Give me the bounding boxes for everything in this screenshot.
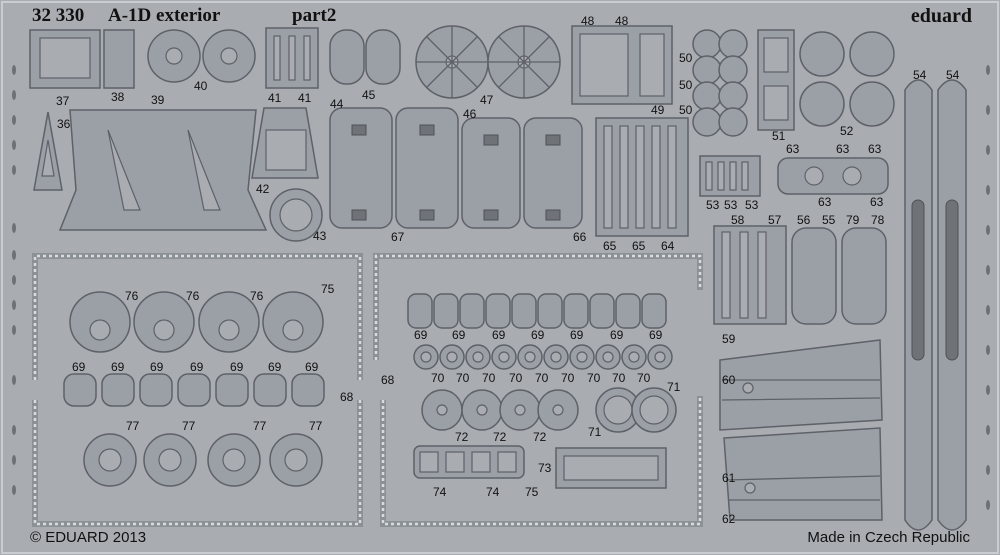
origin-text: Made in Czech Republic <box>807 529 970 546</box>
part-77-clips <box>83 433 323 487</box>
frame-bottom-middle <box>373 253 703 527</box>
part-48-brackets <box>571 25 673 105</box>
right-edge-tabs-icon <box>986 65 990 510</box>
part-39-panel <box>58 109 268 231</box>
part-43-ring <box>269 188 323 242</box>
part-44-46-67-66-covers <box>329 107 583 229</box>
part-36-bracket-icon <box>33 111 63 191</box>
part-41-strips <box>265 27 319 89</box>
left-edge-tabs-icon <box>12 65 16 495</box>
page-subtitle: part2 <box>292 5 337 26</box>
part-69-row-left <box>63 373 325 407</box>
part-number: 32 330 <box>32 5 85 26</box>
part-54-long-strips <box>904 79 967 531</box>
part-38-panel <box>103 29 135 89</box>
part-58-57-56-55-79-78-strips <box>713 225 887 325</box>
part-47-spoked-wheels <box>415 25 561 99</box>
part-52-discs <box>799 31 895 127</box>
part-69-row-middle <box>407 293 667 329</box>
part-40-wheels <box>147 29 256 83</box>
frame-bottom-left <box>32 253 363 527</box>
part-73-plate <box>555 447 667 489</box>
part-72-rosettes <box>421 389 579 431</box>
part-74-brackets <box>413 445 525 479</box>
part-59-62-panels <box>719 339 883 521</box>
copyright-text: © EDUARD 2013 <box>30 529 147 546</box>
part-45-rings <box>329 29 401 85</box>
page-title: A-1D exterior <box>108 5 221 26</box>
part-53-grille <box>699 155 761 197</box>
part-76-discs <box>69 291 324 353</box>
part-49-65-64-strips <box>595 117 689 237</box>
part-50-discs <box>692 29 748 137</box>
brand-logo: eduard <box>910 5 972 27</box>
part-70-washers <box>413 344 673 370</box>
part-63-clamps <box>777 157 889 195</box>
part-51-frames <box>757 29 795 131</box>
part-37-panel <box>29 29 101 89</box>
part-42-trapezoid <box>251 107 319 179</box>
part-71-rings <box>595 387 677 433</box>
